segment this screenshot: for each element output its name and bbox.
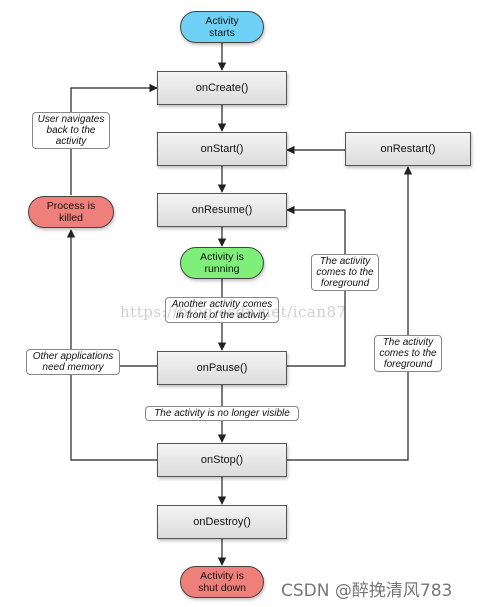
activity-starts-node: Activity starts [180, 11, 264, 43]
csdn-credit: CSDN @醉挽清风783 [281, 581, 453, 601]
arrow-onstop-to-onrestart [287, 166, 413, 461]
onresume-label: onResume() [191, 204, 253, 216]
process-killed-node: Process is killed [28, 196, 114, 228]
activity-shutdown-label: Activity is shut down [198, 570, 246, 594]
ondestroy-label: onDestroy() [193, 516, 251, 528]
arrow-onpause-to-killed [66, 229, 157, 367]
oncreate-box: onCreate() [157, 71, 287, 105]
onpause-box: onPause() [157, 351, 287, 385]
onrestart-box: onRestart() [345, 132, 471, 166]
onstart-box: onStart() [157, 132, 287, 166]
arrow-killed-to-oncreate [70, 83, 158, 195]
onstop-box: onStop() [157, 443, 287, 477]
activity-running-node: Activity is running [180, 247, 264, 279]
process-killed-label: Process is killed [46, 200, 96, 224]
no-longer-visible-label: The activity is no longer visible [145, 406, 299, 421]
onrestart-label: onRestart() [380, 143, 436, 155]
activity-running-label: Activity is running [200, 251, 244, 275]
onpause-label: onPause() [196, 362, 248, 374]
onresume-box: onResume() [157, 193, 287, 227]
user-navigates-label: User navigates back to the activity [32, 112, 110, 149]
foreground-label-lower: The activity comes to the foreground [374, 335, 442, 372]
foreground-label-upper: The activity comes to the foreground [311, 254, 379, 291]
activity-starts-label: Activity starts [205, 15, 239, 39]
onstart-label: onStart() [200, 143, 244, 155]
line-onstop-to-killed [70, 366, 157, 461]
activity-shutdown-node: Activity is shut down [180, 566, 264, 598]
onstop-label: onStop() [200, 454, 244, 466]
oncreate-label: onCreate() [195, 82, 249, 94]
ondestroy-box: onDestroy() [157, 505, 287, 539]
other-apps-label: Other applications need memory [26, 349, 120, 375]
another-activity-label: Another activity comes in front of the a… [165, 297, 279, 323]
watermark-text: https://blog.csdn.net/ican87 [120, 303, 347, 321]
